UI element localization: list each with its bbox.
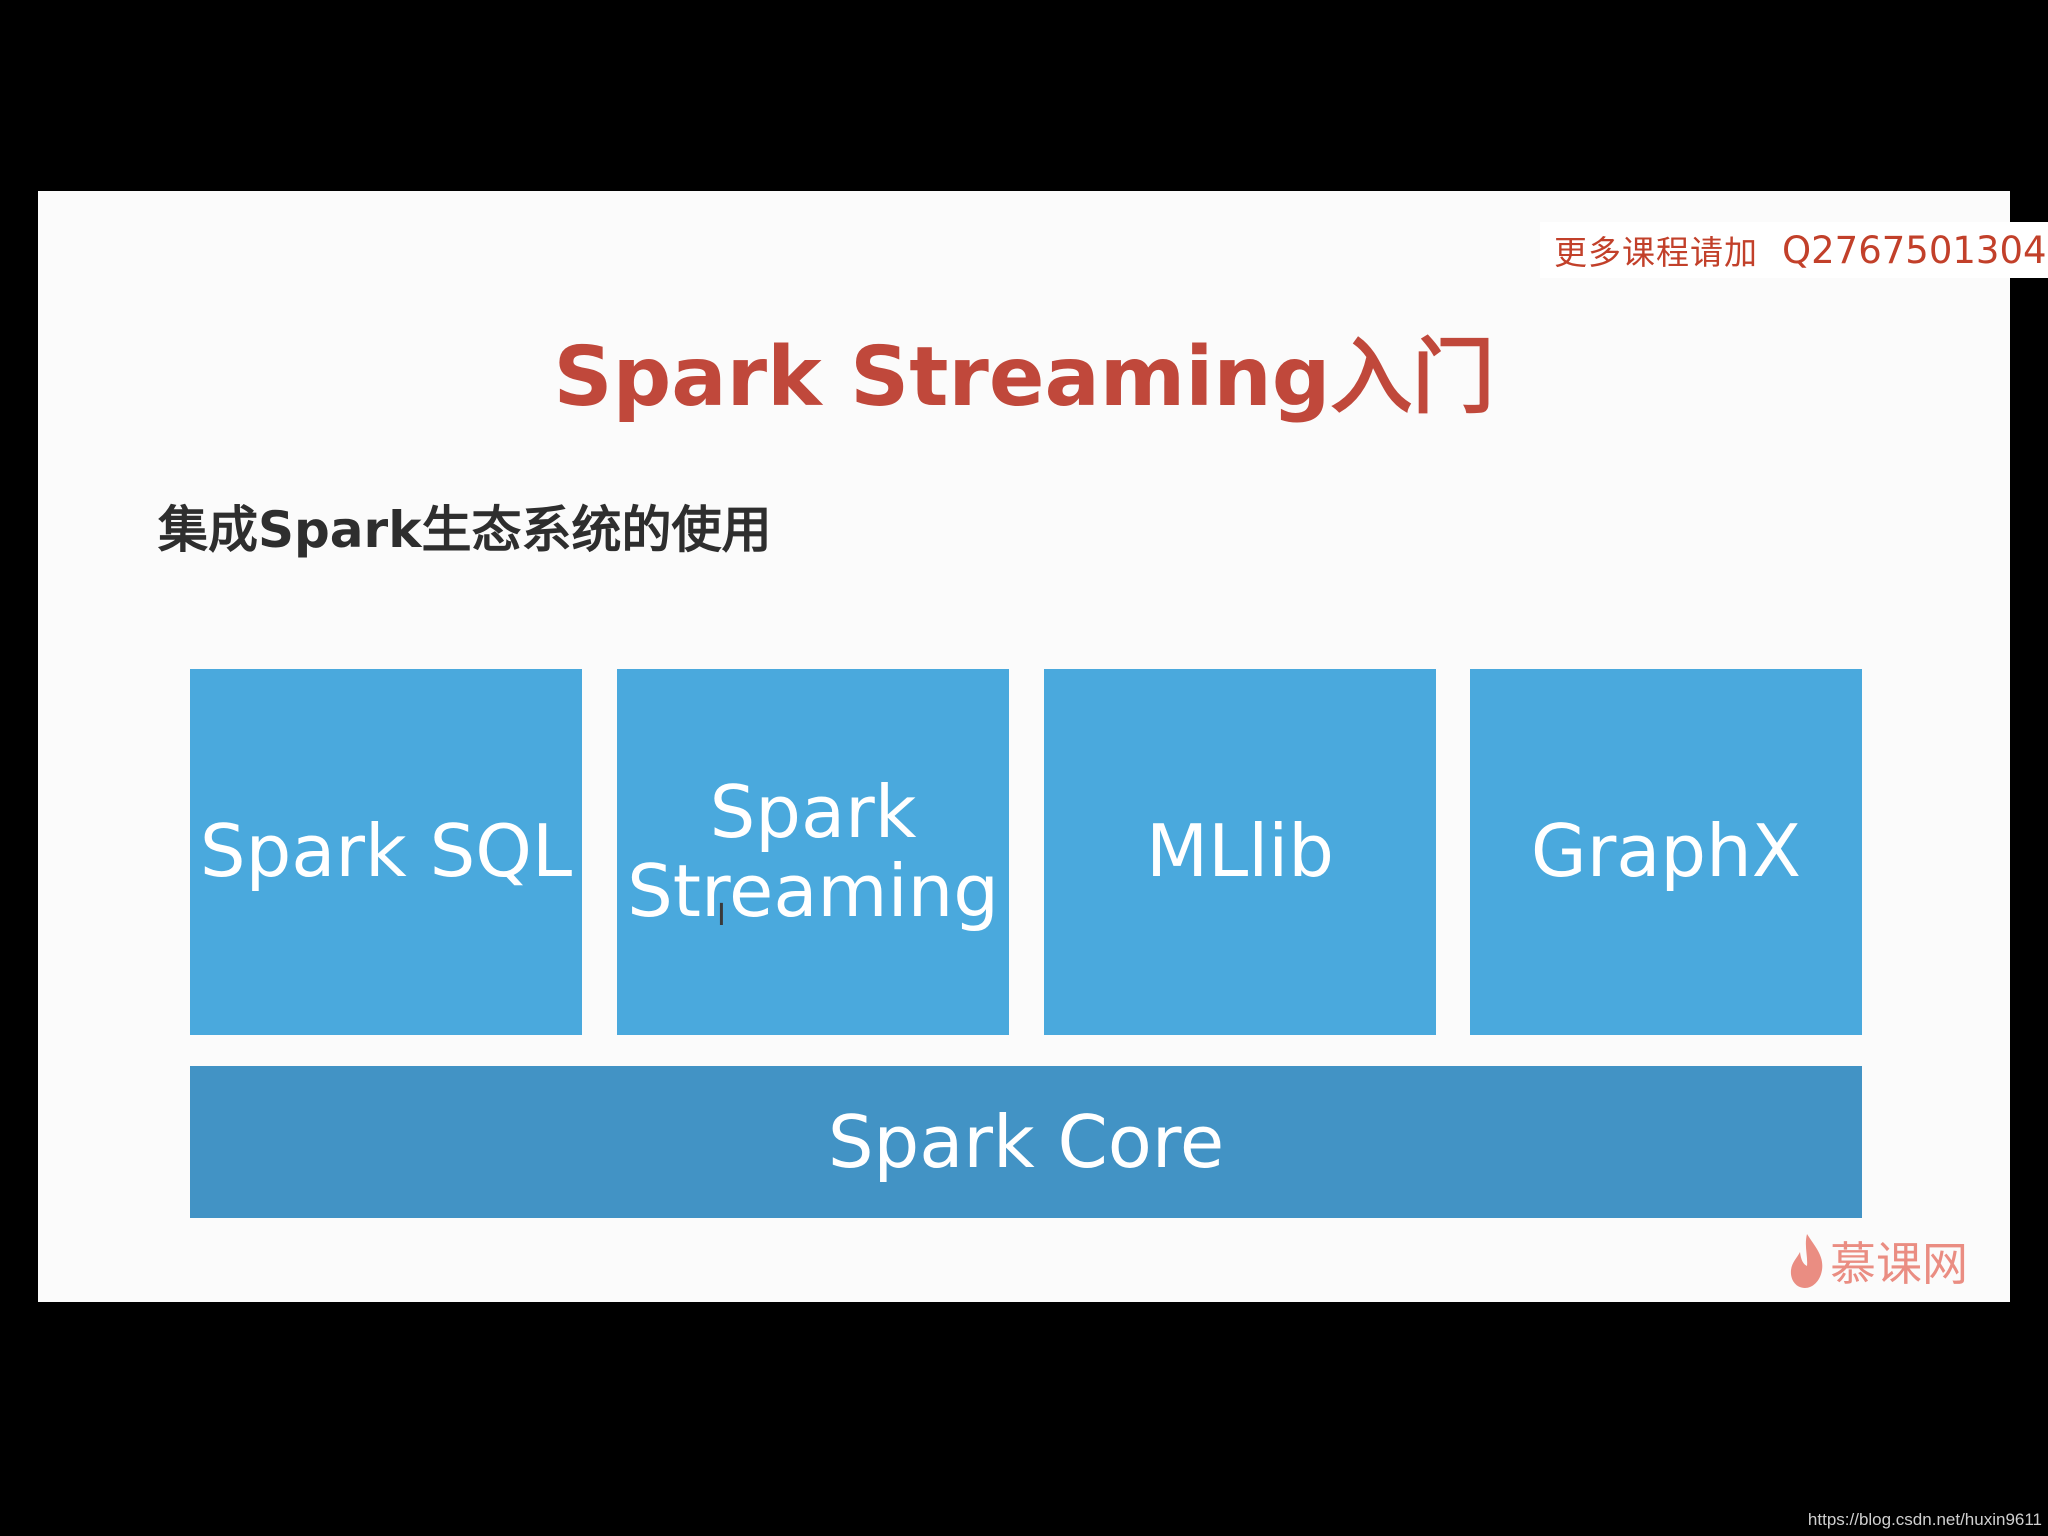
slide-title: Spark Streaming入门 bbox=[553, 330, 1495, 425]
watermark-banner: 更多课程请加 Q2767501304 bbox=[1540, 222, 2048, 278]
logo-text: 慕课网 bbox=[1830, 1237, 1968, 1291]
module-label: MLlib bbox=[1146, 809, 1334, 894]
module-graphx: GraphX bbox=[1470, 669, 1862, 1035]
module-spark-sql: Spark SQL bbox=[190, 669, 582, 1035]
module-spark-streaming: Spark Streaming bbox=[617, 669, 1009, 1035]
core-label: Spark Core bbox=[827, 1100, 1225, 1184]
module-spark-core: Spark Core bbox=[190, 1066, 1862, 1218]
module-label-line2: Streaming bbox=[627, 849, 999, 933]
slide-subtitle: 集成Spark生态系统的使用 bbox=[158, 501, 772, 559]
module-label: Spark bbox=[709, 769, 917, 854]
watermark-text-qq: Q2767501304 bbox=[1782, 228, 2047, 272]
watermark-text-cn: 更多课程请加 bbox=[1554, 233, 1758, 272]
module-mllib: MLlib bbox=[1044, 669, 1436, 1035]
flame-icon bbox=[1790, 1234, 1823, 1288]
brand-logo: 慕课网 bbox=[1788, 1228, 1968, 1294]
source-url: https://blog.csdn.net/huxin9611 bbox=[1807, 1510, 2042, 1529]
text-cursor-icon: I bbox=[717, 898, 726, 933]
module-label: GraphX bbox=[1530, 809, 1802, 894]
module-label: Spark SQL bbox=[199, 809, 573, 894]
